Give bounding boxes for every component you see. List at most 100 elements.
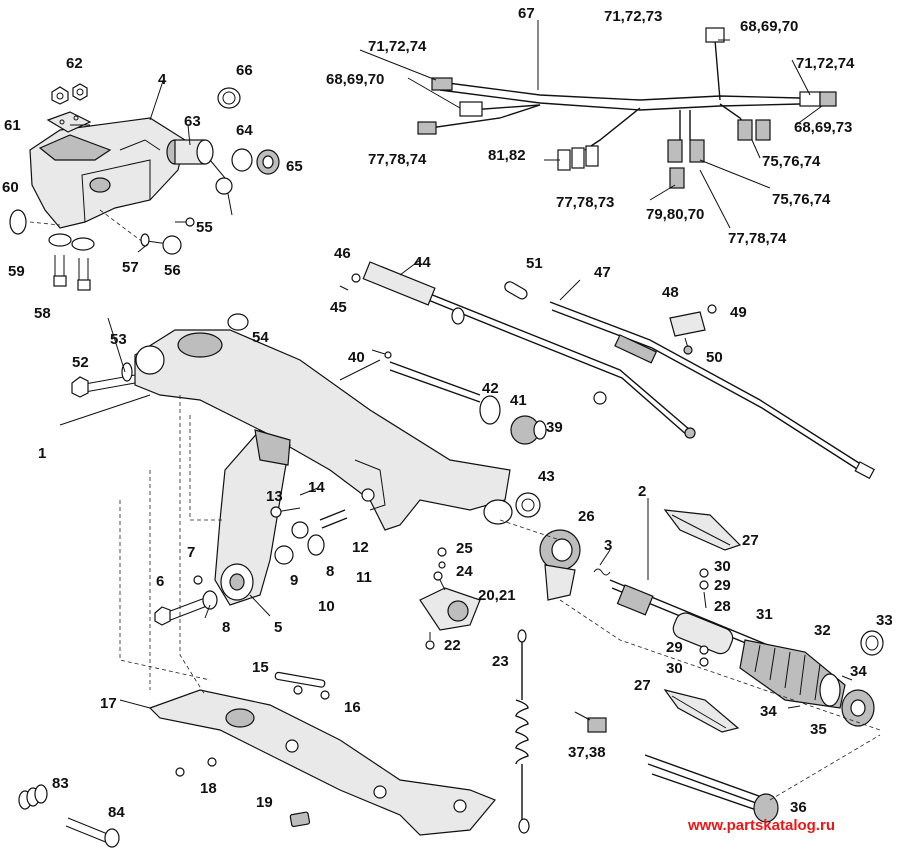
twist-grip-32 [739, 639, 846, 709]
tiller-arm-1 [134, 329, 513, 531]
cable-47-assembly [549, 301, 875, 480]
callout-9: 9 [290, 572, 298, 589]
callout-5: 5 [274, 619, 282, 636]
callout-24: 24 [456, 563, 473, 580]
callout-34b: 34 [760, 703, 777, 720]
callout-43: 43 [538, 468, 555, 485]
callout-64: 64 [236, 122, 253, 139]
end-cap-35 [841, 689, 875, 727]
callout-30a: 30 [714, 558, 731, 575]
callout-29b: 29 [666, 639, 683, 656]
liner-27-bottom [663, 689, 740, 733]
grip-housing-26 [539, 529, 581, 601]
callout-75-76-74a: 75,76,74 [762, 153, 821, 170]
callout-36: 36 [790, 799, 807, 816]
callout-6: 6 [156, 573, 164, 590]
spring-clip-3 [593, 568, 611, 576]
callout-71-72-74b: 71,72,74 [796, 55, 855, 72]
callout-4: 4 [158, 71, 167, 88]
seal-66 [217, 87, 241, 109]
callout-28: 28 [714, 598, 731, 615]
plate-61 [46, 111, 92, 133]
screws-18 [175, 757, 217, 777]
callout-40: 40 [348, 349, 365, 366]
ring-64 [231, 148, 253, 172]
hardware-28-29-30 [699, 568, 709, 667]
callout-20-21: 20,21 [478, 587, 516, 604]
callout-23: 23 [492, 653, 509, 670]
link-15-screws-16 [274, 671, 330, 700]
callout-19: 19 [256, 794, 273, 811]
callout-1: 1 [38, 445, 46, 462]
nut-45-46 [339, 273, 361, 291]
callout-58: 58 [34, 305, 51, 322]
callout-59: 59 [8, 263, 25, 280]
callout-26: 26 [578, 508, 595, 525]
callout-56: 56 [164, 262, 181, 279]
screw-40 [371, 349, 392, 359]
lever-5 [214, 429, 291, 606]
callout-48: 48 [662, 284, 679, 301]
bushing-54 [227, 313, 249, 331]
callout-37-38: 37,38 [568, 744, 606, 761]
callout-63: 63 [184, 113, 201, 130]
callout-22: 22 [444, 637, 461, 654]
cable-36 [644, 754, 779, 823]
grommet-39-41-42 [389, 361, 547, 445]
callout-51: 51 [526, 255, 543, 272]
wiring-harness-67 [417, 27, 837, 189]
callout-67: 67 [518, 5, 535, 22]
callout-13: 13 [266, 488, 283, 505]
washer-60 [9, 209, 27, 235]
callout-18: 18 [200, 780, 217, 797]
connector-37-38 [574, 711, 607, 733]
callout-79-80-70: 79,80,70 [646, 206, 704, 223]
callout-30b: 30 [666, 660, 683, 677]
callout-50: 50 [706, 349, 723, 366]
callout-29a: 29 [714, 577, 731, 594]
shaft-2-assembly [609, 579, 783, 659]
callout-68-69-70a: 68,69,70 [326, 71, 384, 88]
cable-23 [515, 629, 530, 834]
clip-19 [289, 811, 311, 828]
callout-54: 54 [252, 329, 269, 346]
callout-31: 31 [756, 606, 773, 623]
screw-34 [787, 675, 853, 709]
callout-57: 57 [122, 259, 139, 276]
callout-62: 62 [66, 55, 83, 72]
callout-33: 33 [876, 612, 893, 629]
leader-lines [59, 20, 823, 709]
callout-77-78-73: 77,78,73 [556, 194, 614, 211]
callout-32: 32 [814, 622, 831, 639]
callout-44: 44 [414, 254, 431, 271]
bracket-48 [669, 304, 717, 355]
liner-27-top [663, 509, 742, 551]
callout-11: 11 [356, 569, 372, 586]
callout-46: 46 [334, 245, 351, 262]
nut-62 [51, 83, 88, 105]
callout-34a: 34 [850, 663, 867, 680]
callout-labels: 1 2 3 4 5 6 7 8 8 9 10 11 12 13 14 15 16… [2, 5, 893, 821]
screw-55 [175, 217, 195, 227]
ignition-switch-63 [166, 139, 233, 216]
callout-39: 39 [546, 419, 563, 436]
callout-41: 41 [510, 392, 527, 409]
pin-84 [65, 817, 120, 848]
callout-68-69-73: 68,69,73 [794, 119, 852, 136]
callout-12: 12 [352, 539, 369, 556]
callout-71-72-74a: 71,72,74 [368, 38, 427, 55]
callout-8a: 8 [222, 619, 230, 636]
control-box-housing [29, 117, 186, 229]
callout-35: 35 [810, 721, 827, 738]
bracket-20-21 [419, 547, 481, 650]
grommet-43 [515, 492, 541, 518]
callout-83: 83 [52, 775, 69, 792]
callout-75-76-74b: 75,76,74 [772, 191, 831, 208]
callout-84: 84 [108, 804, 125, 821]
callout-45: 45 [330, 299, 347, 316]
callout-8b: 8 [326, 563, 334, 580]
callout-7: 7 [187, 544, 195, 561]
callout-47: 47 [594, 264, 611, 281]
ring-33 [860, 630, 884, 656]
